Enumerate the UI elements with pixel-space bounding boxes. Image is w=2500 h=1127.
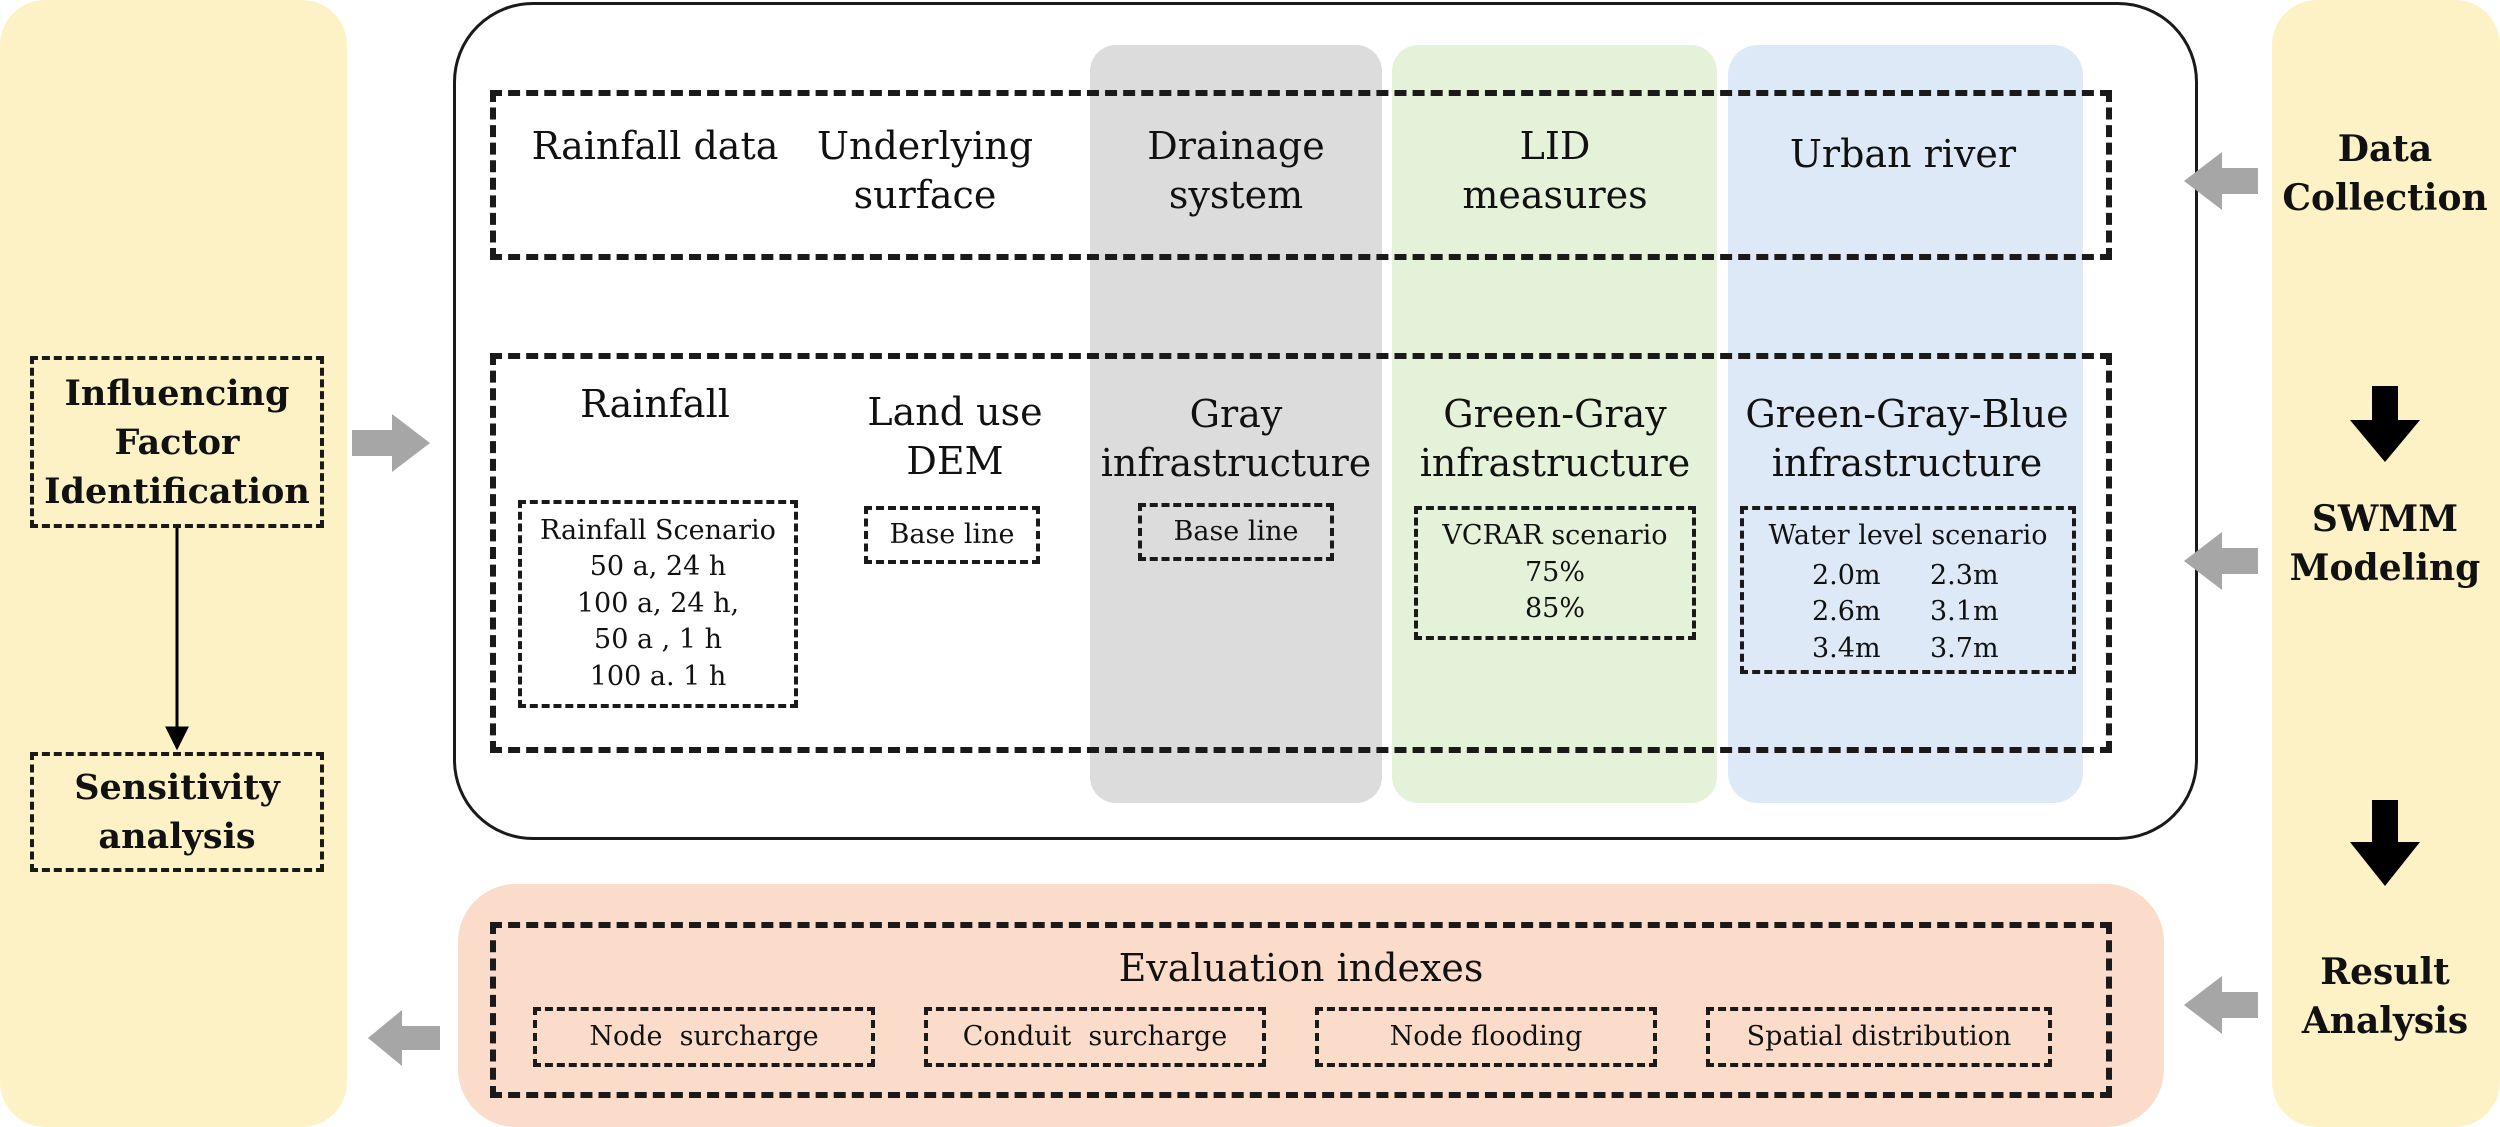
water-level-value: 2.0m bbox=[1812, 560, 1881, 591]
gray-baseline-text: Base line bbox=[1173, 515, 1299, 547]
gray-infrastructure-title: Gray infrastructure bbox=[1100, 392, 1372, 486]
sensitivity-analysis-text: Sensitivity analysis bbox=[74, 767, 280, 857]
drainage-system-label: Drainage system bbox=[1147, 124, 1325, 218]
step-swmm-modeling: SWMM Modeling bbox=[2289, 498, 2481, 589]
evaluation-frame bbox=[490, 922, 2112, 1098]
landuse-baseline-text: Base line bbox=[889, 518, 1015, 550]
modeling-frame bbox=[490, 353, 2112, 753]
arrow-left-icon bbox=[2184, 152, 2258, 210]
green-gray-blue-title: Green-Gray-Blue infrastructure bbox=[1745, 392, 2069, 486]
evaluation-item-node-flooding: Node flooding bbox=[1315, 1007, 1657, 1067]
rainfall-title: Rainfall bbox=[580, 382, 730, 426]
right-side-panel bbox=[2272, 0, 2500, 1127]
evaluation-item-label: Conduit surcharge bbox=[962, 1020, 1228, 1052]
gray-baseline-box: Base line bbox=[1138, 503, 1334, 561]
left-side-panel bbox=[0, 0, 347, 1127]
evaluation-item-conduit-surcharge: Conduit surcharge bbox=[924, 1007, 1266, 1067]
water-level-value: 3.1m bbox=[1930, 596, 1999, 628]
water-level-value: 3.4m bbox=[1812, 632, 1881, 664]
vcrar-scenario-text: VCRAR scenario 75% 85% bbox=[1442, 520, 1668, 625]
arrow-left-icon bbox=[2184, 532, 2258, 590]
water-level-value: 3.7m bbox=[1930, 632, 1999, 664]
water-level-box: Water level scenario 2.0m 2.6m 3.4m 2.3m… bbox=[1740, 506, 2076, 674]
urban-river-label: Urban river bbox=[1789, 132, 2017, 176]
water-level-value: 2.3m bbox=[1930, 560, 1999, 591]
influencing-factor-box: Influencing Factor Identification bbox=[30, 356, 324, 528]
arrow-right-icon bbox=[352, 414, 430, 472]
vcrar-scenario-box: VCRAR scenario 75% 85% bbox=[1414, 506, 1696, 640]
evaluation-item-spatial-distribution: Spatial distribution bbox=[1706, 1007, 2052, 1067]
landuse-baseline-box: Base line bbox=[864, 506, 1040, 564]
lid-column bbox=[1392, 45, 1717, 803]
arrow-down-icon bbox=[2350, 800, 2420, 886]
data-collection-frame bbox=[490, 90, 2112, 260]
water-level-value: 2.6m bbox=[1812, 596, 1881, 628]
arrow-down-icon bbox=[2350, 386, 2420, 462]
rainfall-data-label: Rainfall data bbox=[531, 124, 779, 168]
rainfall-scenario-box: Rainfall Scenario 50 a, 24 h 100 a, 24 h… bbox=[518, 500, 798, 708]
arrow-left-icon bbox=[2184, 976, 2258, 1034]
green-gray-title: Green-Gray infrastructure bbox=[1419, 392, 1691, 486]
underlying-surface-label: Underlying surface bbox=[816, 124, 1034, 218]
evaluation-item-label: Spatial distribution bbox=[1746, 1020, 2012, 1052]
step-result-analysis: Result Analysis bbox=[2301, 951, 2469, 1042]
river-column bbox=[1728, 45, 2083, 803]
drainage-column bbox=[1090, 45, 1382, 803]
evaluation-item-label: Node flooding bbox=[1389, 1020, 1583, 1052]
evaluation-item-label: Node surcharge bbox=[589, 1020, 819, 1052]
step-data-collection: Data Collection bbox=[2282, 128, 2488, 219]
evaluation-title: Evaluation indexes bbox=[1118, 946, 1484, 990]
lid-measures-label: LID measures bbox=[1462, 124, 1648, 218]
sensitivity-analysis-box: Sensitivity analysis bbox=[30, 752, 324, 872]
influencing-factor-text: Influencing Factor Identification bbox=[44, 372, 310, 512]
water-level-label: Water level scenario bbox=[1768, 520, 2048, 551]
evaluation-item-node-surcharge: Node surcharge bbox=[533, 1007, 875, 1067]
rainfall-scenario-text: Rainfall Scenario 50 a, 24 h 100 a, 24 h… bbox=[540, 514, 776, 692]
arrow-left-icon bbox=[368, 1010, 440, 1066]
landuse-dem-title: Land use DEM bbox=[867, 390, 1043, 484]
